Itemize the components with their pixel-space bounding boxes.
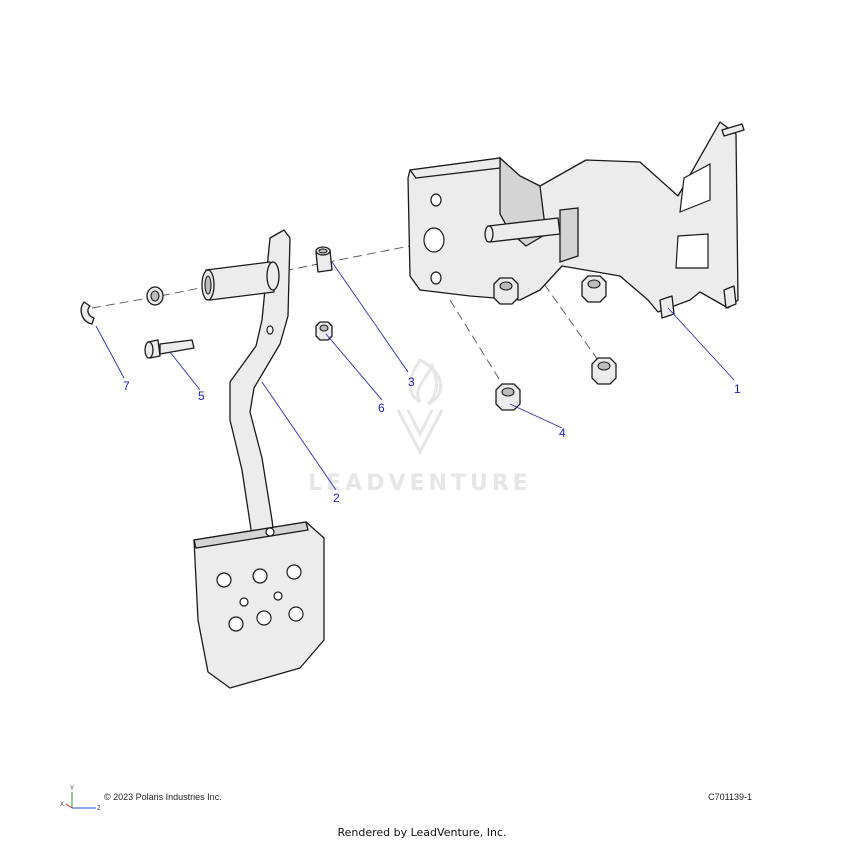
leader-lines bbox=[95, 261, 735, 491]
small-nut bbox=[315, 321, 333, 341]
washer bbox=[146, 286, 164, 306]
rendered-by-text: Rendered by LeadVenture, Inc. bbox=[337, 826, 507, 839]
watermark-text: LEADVENTURE bbox=[308, 471, 532, 496]
axis-label-y: Y bbox=[70, 786, 74, 792]
callout-3: 3 bbox=[408, 375, 415, 389]
callout-numbers: 1 2 3 4 5 6 7 bbox=[123, 375, 741, 505]
leadventure-watermark: LEADVENTURE bbox=[308, 358, 532, 496]
axis-label-z: Z bbox=[97, 806, 101, 812]
copyright-text: © 2023 Polaris Industries Inc. bbox=[104, 792, 222, 802]
callout-2: 2 bbox=[333, 491, 340, 505]
pedal-pad-holes bbox=[216, 564, 304, 632]
axis-label-x: X bbox=[60, 802, 64, 808]
mounting-bracket bbox=[407, 121, 745, 319]
callout-7: 7 bbox=[123, 379, 130, 393]
callout-5: 5 bbox=[198, 389, 205, 403]
drawing-id: C701139-1 bbox=[708, 792, 752, 802]
callout-4: 4 bbox=[559, 426, 566, 440]
brake-pedal bbox=[193, 229, 325, 689]
callout-1: 1 bbox=[734, 382, 741, 396]
callout-6: 6 bbox=[378, 401, 385, 415]
flange-nuts bbox=[493, 275, 617, 411]
axis-triad: Y X Z bbox=[60, 786, 101, 812]
shoulder-bolt bbox=[144, 339, 195, 359]
bushing bbox=[315, 246, 333, 273]
e-clip bbox=[80, 301, 95, 325]
